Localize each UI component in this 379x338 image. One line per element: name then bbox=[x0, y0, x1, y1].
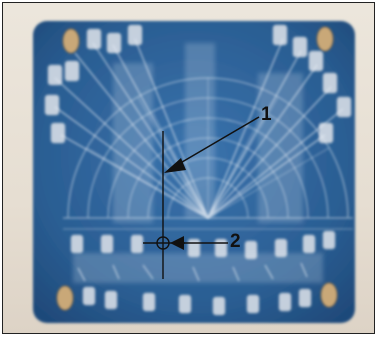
upper-connectors bbox=[44, 24, 352, 144]
arrow-2 bbox=[170, 236, 228, 250]
arrow-1 bbox=[164, 116, 260, 173]
callout-label-2: 2 bbox=[230, 231, 241, 252]
callout-label-1: 1 bbox=[261, 104, 272, 125]
corner-posts bbox=[56, 26, 338, 311]
photo-illustration bbox=[33, 21, 355, 323]
lower-connectors bbox=[70, 230, 336, 316]
photo-frame: 1 2 bbox=[2, 2, 375, 334]
lower-strokes bbox=[77, 262, 308, 282]
